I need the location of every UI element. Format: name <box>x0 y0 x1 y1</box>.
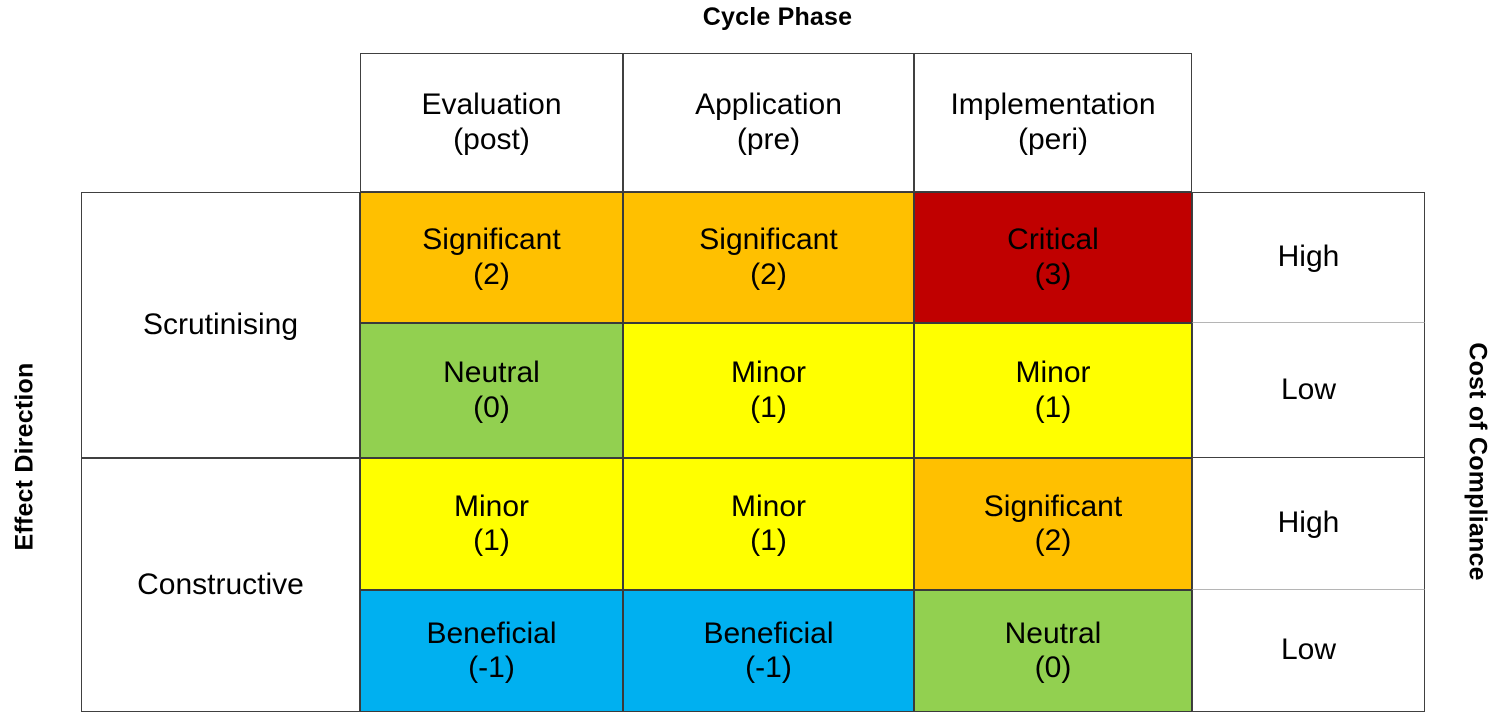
matrix-cell-score: (0) <box>473 390 510 424</box>
row-group-label-2: Constructive <box>81 458 360 712</box>
matrix-cell-score: (0) <box>1034 651 1072 684</box>
matrix-cell-score: (2) <box>750 257 787 291</box>
matrix-cell-label: Significant <box>699 223 838 257</box>
column-header-name: Evaluation <box>421 88 562 122</box>
matrix-cell-score: (2) <box>473 257 510 291</box>
matrix-cell-label: Neutral <box>1004 616 1102 650</box>
column-header-qualifier: (peri) <box>1017 122 1088 156</box>
side-label-text: High <box>1277 240 1340 274</box>
right-axis-title: Cost of Compliance <box>1463 342 1492 581</box>
matrix-cell-score: (1) <box>750 390 787 424</box>
side-label-3: High <box>1192 458 1425 590</box>
matrix-cell-r2-c2: Minor(1) <box>623 323 914 458</box>
matrix-cell-r1-c2: Significant(2) <box>623 192 914 323</box>
column-header-qualifier: (pre) <box>736 122 801 156</box>
matrix-cell-score: (-1) <box>745 651 792 684</box>
matrix-cell-r3-c1: Minor(1) <box>360 458 623 590</box>
matrix-cell-score: (-1) <box>468 651 515 684</box>
side-label-text: Low <box>1280 633 1337 667</box>
matrix-cell-r1-c1: Significant(2) <box>360 192 623 323</box>
matrix-cell-r4-c3: Neutral(0) <box>914 590 1192 712</box>
matrix-cell-r2-c1: Neutral(0) <box>360 323 623 458</box>
matrix-cell-score: (1) <box>750 524 787 557</box>
matrix-cell-label: Critical <box>1007 223 1099 257</box>
matrix-cell-label: Significant <box>422 223 561 257</box>
matrix-cell-r3-c3: Significant(2) <box>914 458 1192 590</box>
matrix-cell-label: Minor <box>730 489 806 523</box>
side-label-text: Low <box>1280 372 1337 406</box>
side-label-4: Low <box>1192 590 1425 712</box>
matrix-cell-r4-c1: Beneficial(-1) <box>360 590 623 712</box>
matrix-cell-score: (2) <box>1034 524 1072 557</box>
matrix-cell-label: Minor <box>453 489 529 523</box>
top-axis-title: Cycle Phase <box>702 3 853 31</box>
matrix-cell-label: Neutral <box>443 356 540 390</box>
row-group-label-1: Scrutinising <box>81 192 360 458</box>
column-header-3: Implementation(peri) <box>914 53 1192 192</box>
side-label-1: High <box>1192 192 1425 323</box>
matrix-cell-r4-c2: Beneficial(-1) <box>623 590 914 712</box>
matrix-cell-label: Significant <box>983 489 1123 523</box>
column-header-qualifier: (post) <box>453 122 530 156</box>
matrix-cell-r1-c3: Critical(3) <box>914 192 1192 323</box>
row-group-label-text: Constructive <box>137 567 304 601</box>
side-label-text: High <box>1277 506 1340 540</box>
side-label-2: Low <box>1192 323 1425 458</box>
matrix-cell-score: (1) <box>473 524 510 557</box>
column-header-name: Implementation <box>950 88 1156 122</box>
matrix-cell-label: Minor <box>1015 356 1091 390</box>
left-axis-title: Effect Direction <box>10 362 39 551</box>
column-header-2: Application(pre) <box>623 53 914 192</box>
row-group-label-text: Scrutinising <box>142 307 299 341</box>
matrix-cell-label: Beneficial <box>703 616 834 650</box>
column-header-name: Application <box>695 88 842 122</box>
column-header-1: Evaluation(post) <box>360 53 623 192</box>
matrix-cell-label: Minor <box>730 356 806 390</box>
matrix-cell-r3-c2: Minor(1) <box>623 458 914 590</box>
matrix-cell-score: (1) <box>1034 390 1072 424</box>
matrix-cell-score: (3) <box>1034 257 1072 291</box>
matrix-cell-label: Beneficial <box>426 616 557 650</box>
matrix-cell-r2-c3: Minor(1) <box>914 323 1192 458</box>
